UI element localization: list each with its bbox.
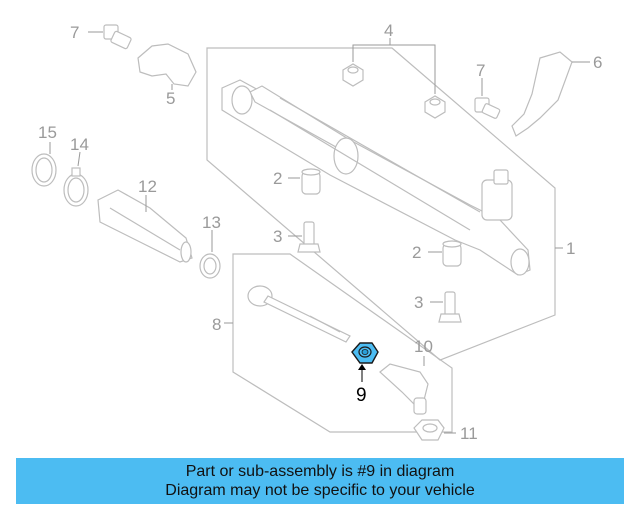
- callout-1: 1: [566, 239, 575, 258]
- inner-tie-rod: [247, 285, 351, 343]
- callout-12: 12: [138, 177, 157, 196]
- banner-line-1: Part or sub-assembly is #9 in diagram: [185, 463, 455, 480]
- part-9-nut: [351, 342, 379, 364]
- part-11-nut: [413, 419, 445, 441]
- part-4-nut-a: [342, 63, 364, 87]
- info-banner: Part or sub-assembly is #9 in diagram Di…: [16, 458, 624, 504]
- parts-diagram: 7 4 5 7 6 15 14 12 2 13 3 2 1 3 8 10 9 1…: [31, 21, 602, 443]
- callout-11: 11: [460, 424, 478, 443]
- callout-14: 14: [70, 135, 89, 154]
- part-4-nut-b: [424, 95, 446, 119]
- part-13-clamp: [199, 253, 221, 279]
- part-7-bolt-a: [103, 24, 132, 50]
- part-5-bracket: [137, 43, 197, 87]
- callout-2: 2: [273, 169, 282, 188]
- part-2-bushing-a: [301, 168, 321, 195]
- part-14-clamp: [63, 167, 89, 207]
- banner-line-2: Diagram may not be specific to your vehi…: [165, 482, 475, 499]
- callout-2: 2: [412, 243, 421, 262]
- part-3-bolt-a: [297, 221, 321, 253]
- callout-4: 4: [384, 21, 393, 40]
- callout-7: 7: [70, 23, 79, 42]
- tie-rod-frame: [232, 253, 453, 433]
- callout-3: 3: [273, 227, 282, 246]
- part-7-bolt-b: [474, 97, 501, 119]
- steering-gear-frame: [206, 47, 556, 361]
- part-10-tie-rod-end: [379, 363, 429, 415]
- callout-13: 13: [202, 213, 221, 232]
- callout-8: 8: [212, 315, 221, 334]
- part-6-arm: [511, 51, 573, 137]
- callout-15: 15: [38, 123, 57, 142]
- callout-10: 10: [414, 337, 433, 356]
- part-12-boot: [97, 189, 193, 263]
- callout-9: 9: [356, 385, 367, 406]
- steering-rack-housing: [221, 79, 531, 276]
- callout-3: 3: [414, 293, 423, 312]
- callout-6: 6: [593, 53, 602, 72]
- callout-5: 5: [166, 89, 175, 108]
- part-2-bushing-b: [442, 240, 462, 267]
- part-3-bolt-b: [438, 291, 462, 323]
- callout-7: 7: [476, 61, 485, 80]
